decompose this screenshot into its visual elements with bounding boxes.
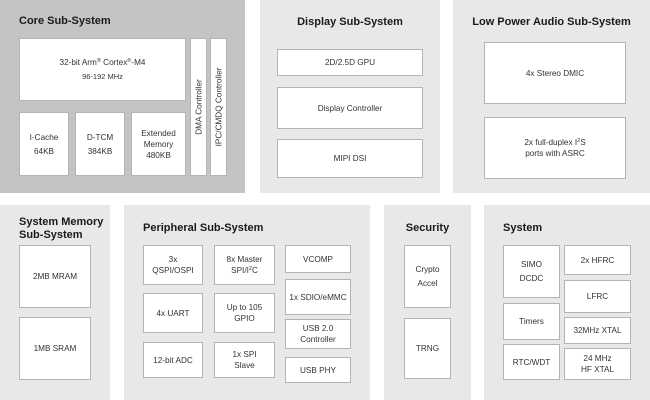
trng-block: TRNG <box>404 318 451 379</box>
simo-dcdc-block: SIMO DCDC <box>503 245 560 298</box>
xtal-32mhz-block: 32MHz XTAL <box>564 317 631 344</box>
cpu-block: 32-bit Arm® Cortex®-M4 96-192 MHz <box>19 38 186 101</box>
sram-label: 1MB SRAM <box>33 344 77 353</box>
display-controller-block: Display Controller <box>277 87 423 129</box>
spi-slave-line1: 1x SPI <box>232 350 257 359</box>
qspi-count: 3x <box>168 255 178 264</box>
hfrc-block: 2x HFRC <box>564 245 631 275</box>
i2s-ports-block: 2x full-duplex I2S ports with ASRC <box>484 117 626 179</box>
crypto-accel-block: Crypto Accel <box>404 245 451 308</box>
ipc-cmdq-controller-label: IPC/CMDQ Controller <box>214 67 223 147</box>
sdio-emmc-label: 1x SDIO/eMMC <box>289 292 347 302</box>
qspi-ospi-block: 3x QSPI/OSPI <box>143 245 203 285</box>
sram-block: 1MB SRAM <box>19 317 91 380</box>
sdio-emmc-block: 1x SDIO/eMMC <box>285 279 351 315</box>
extended-memory-line2: Memory <box>143 139 174 149</box>
memory-subsystem-title-line2: Sub-System <box>19 229 83 241</box>
extended-memory-size: 480KB <box>146 150 171 160</box>
master-spi-label: SPI/I2C <box>231 266 258 275</box>
gpu-label: 2D/2.5D GPU <box>324 58 376 67</box>
core-subsystem-panel: Core Sub-System 32-bit Arm® Cortex®-M4 9… <box>0 0 245 193</box>
adc-block: 12-bit ADC <box>143 342 203 378</box>
hf-xtal-line2: HF XTAL <box>580 365 615 374</box>
dtcm-name: D-TCM <box>86 132 114 142</box>
cpu-name: 32-bit Arm® Cortex®-M4 <box>59 58 146 67</box>
uart-label: 4x UART <box>156 308 190 318</box>
gpu-block: 2D/2.5D GPU <box>277 49 423 76</box>
mipi-dsi-block: MIPI DSI <box>277 139 423 178</box>
usb-phy-label: USB PHY <box>300 365 336 375</box>
vcomp-block: VCOMP <box>285 245 351 273</box>
mipi-dsi-label: MIPI DSI <box>333 154 367 163</box>
dma-controller-block: DMA Controller <box>190 38 207 176</box>
rtc-wdt-block: RTC/WDT <box>503 344 560 380</box>
security-panel: Security Crypto Accel TRNG <box>384 205 471 400</box>
system-title: System <box>503 222 543 234</box>
audio-subsystem-panel: Low Power Audio Sub-System 4x Stereo DMI… <box>453 0 650 193</box>
hf-xtal-block: 24 MHz HF XTAL <box>564 348 631 380</box>
extended-memory-line1: Extended <box>141 128 176 138</box>
stereo-dmic-label: 4x Stereo DMIC <box>525 68 585 78</box>
spi-slave-block: 1x SPI Slave <box>214 342 275 378</box>
spi-slave-line2: Slave <box>234 361 255 370</box>
memory-subsystem-panel: System Memory Sub-System 2MB MRAM 1MB SR… <box>0 205 110 400</box>
icache-name: I-Cache <box>29 132 59 142</box>
simo-dcdc-line1: SIMO <box>521 260 542 269</box>
uart-block: 4x UART <box>143 293 203 333</box>
i2s-ports-line1: 2x full-duplex I2S <box>524 138 586 147</box>
mram-label: 2MB MRAM <box>32 272 78 281</box>
display-controller-label: Display Controller <box>317 103 383 113</box>
ipc-cmdq-controller-block: IPC/CMDQ Controller <box>210 38 227 176</box>
gpio-block: Up to 105 GPIO <box>214 293 275 333</box>
core-subsystem-title: Core Sub-System <box>19 15 111 27</box>
dma-controller-label: DMA Controller <box>194 79 203 135</box>
memory-subsystem-title-line1: System Memory <box>19 216 104 228</box>
simo-dcdc-line2: DCDC <box>519 274 544 283</box>
dtcm-block: D-TCM 384KB <box>75 112 125 176</box>
security-title: Security <box>405 222 450 234</box>
rtc-wdt-label: RTC/WDT <box>512 357 551 367</box>
peripheral-subsystem-panel: Peripheral Sub-System 3x QSPI/OSPI 8x Ma… <box>124 205 370 400</box>
adc-label: 12-bit ADC <box>153 355 193 365</box>
crypto-accel-line2: Accel <box>417 279 438 288</box>
xtal-32mhz-label: 32MHz XTAL <box>573 326 622 335</box>
gpio-count: Up to 105 <box>226 303 263 312</box>
crypto-accel-line1: Crypto <box>415 265 440 274</box>
gpio-label: GPIO <box>234 314 255 323</box>
system-panel: System SIMO DCDC 2x HFRC LFRC Timers 32M… <box>484 205 650 400</box>
hf-xtal-line1: 24 MHz <box>583 354 612 363</box>
audio-subsystem-title: Low Power Audio Sub-System <box>472 16 631 28</box>
hfrc-label: 2x HFRC <box>580 255 615 265</box>
stereo-dmic-block: 4x Stereo DMIC <box>484 42 626 104</box>
display-subsystem-title: Display Sub-System <box>297 16 403 28</box>
mram-block: 2MB MRAM <box>19 245 91 308</box>
i2s-ports-line2: ports with ASRC <box>525 149 585 158</box>
display-subsystem-panel: Display Sub-System 2D/2.5D GPU Display C… <box>260 0 440 193</box>
timers-block: Timers <box>503 303 560 340</box>
usb-controller-line2: Controller <box>300 335 336 344</box>
peripheral-subsystem-title: Peripheral Sub-System <box>143 222 264 234</box>
vcomp-label: VCOMP <box>302 254 334 264</box>
lfrc-block: LFRC <box>564 280 631 313</box>
icache-size: 64KB <box>33 146 55 156</box>
dtcm-size: 384KB <box>87 146 113 156</box>
usb-phy-block: USB PHY <box>285 357 351 383</box>
master-spi-count: 8x Master <box>226 255 263 264</box>
icache-block: I-Cache 64KB <box>19 112 69 176</box>
master-spi-i2c-block: 8x Master SPI/I2C <box>214 245 275 285</box>
usb-controller-block: USB 2.0 Controller <box>285 319 351 349</box>
timers-label: Timers <box>519 317 544 326</box>
qspi-label: QSPI/OSPI <box>152 266 194 275</box>
extended-memory-block: Extended Memory 480KB <box>131 112 186 176</box>
cpu-frequency: 96-192 MHz <box>82 72 123 81</box>
lfrc-label: LFRC <box>586 292 609 301</box>
trng-label: TRNG <box>415 344 440 353</box>
usb-controller-line1: USB 2.0 <box>302 324 334 333</box>
